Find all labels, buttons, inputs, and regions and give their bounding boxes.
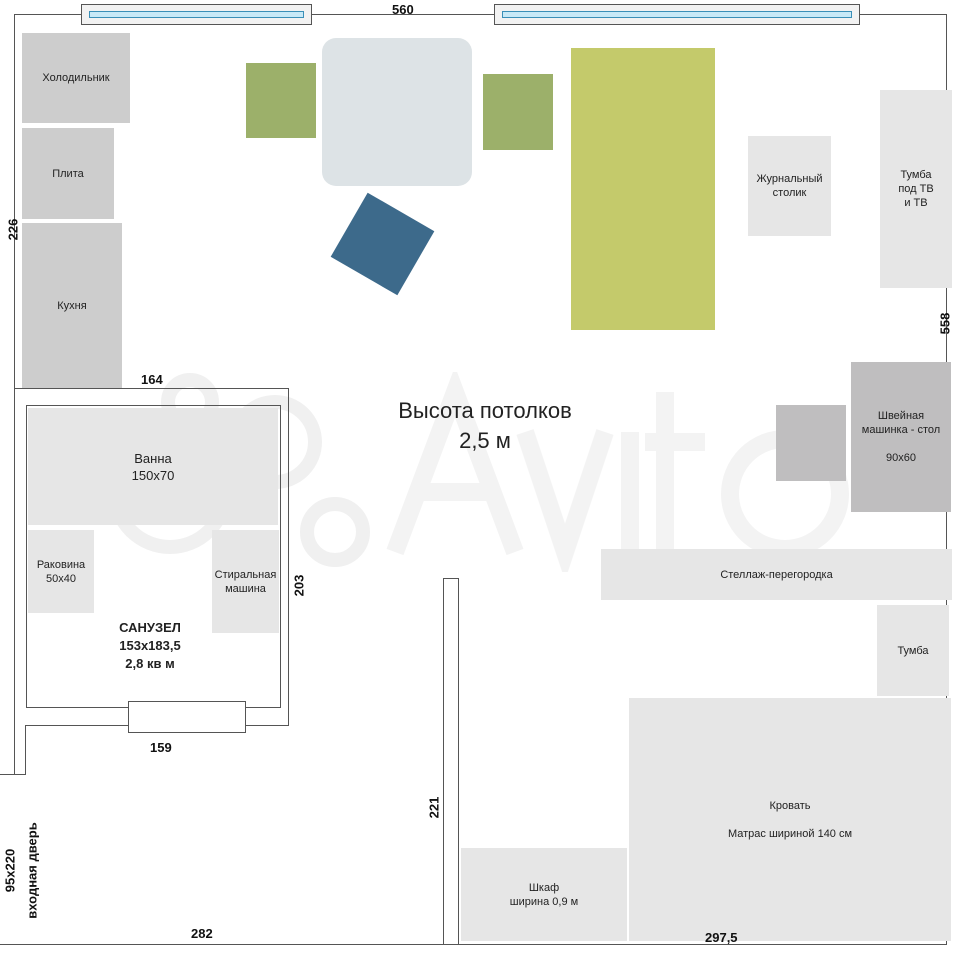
- bath-wall-top-inner: [26, 405, 281, 406]
- nightstand: Тумба: [877, 605, 949, 696]
- kitchen-counter: Кухня: [22, 223, 122, 388]
- wall-left: [14, 14, 15, 774]
- bath-wall-left-inner: [26, 405, 27, 708]
- dimension-top-width: 560: [392, 2, 414, 17]
- window-right-glass: [502, 11, 852, 18]
- dimension-partition-height: 221: [426, 796, 442, 819]
- bathtub: Ванна 150x70: [28, 408, 278, 525]
- door-label: входная дверь: [24, 822, 40, 919]
- bath-wall-right: [288, 388, 289, 726]
- sewing-chair: [776, 405, 846, 481]
- dimension-left-height: 226: [5, 218, 21, 241]
- tv-stand: Тумба под ТВ и ТВ: [880, 90, 952, 288]
- wall-top-left: [14, 14, 81, 15]
- bathroom-title: САНУЗЕЛ: [119, 620, 181, 635]
- dimension-kitchen-width: 164: [141, 372, 163, 387]
- bath-door: [128, 701, 246, 733]
- bed: Кровать Матрас шириной 140 см: [629, 698, 951, 941]
- bath-wall-right-inner: [280, 405, 281, 708]
- sewing-table: Швейная машинка - стол 90x60: [851, 362, 951, 512]
- ceiling-title: Высота потолков: [398, 398, 572, 423]
- dimension-bottom-left: 282: [191, 926, 213, 941]
- ceiling-value: 2,5 м: [459, 428, 511, 453]
- wall-door-step: [0, 774, 26, 775]
- chair-right: [483, 74, 553, 150]
- bedroom-partition: [443, 578, 459, 945]
- wall-top-mid: [312, 14, 494, 15]
- pouf: [330, 192, 435, 296]
- bathroom-size: 153x183,5: [119, 638, 181, 653]
- sofa: [571, 48, 715, 330]
- dining-table: [322, 38, 472, 186]
- sink: Раковина 50x40: [28, 530, 94, 613]
- dimension-bath-height: 203: [291, 574, 307, 597]
- wall-bottom: [0, 944, 947, 945]
- door-size-label: 95x220: [2, 848, 18, 893]
- bath-wall-top: [14, 388, 289, 389]
- washing-machine: Стиральная машина: [212, 530, 279, 633]
- dimension-bath-width: 159: [150, 740, 172, 755]
- window-left-glass: [89, 11, 304, 18]
- stove: Плита: [22, 128, 114, 219]
- shelf-partition: Стеллаж-перегородка: [601, 549, 952, 600]
- wardrobe: Шкаф ширина 0,9 м: [461, 848, 627, 941]
- dimension-right-height: 558: [937, 312, 953, 335]
- bathroom-area: 2,8 кв м: [125, 656, 175, 671]
- wall-top-right: [860, 14, 946, 15]
- chair-left: [246, 63, 316, 138]
- dimension-bottom-right: 297,5: [705, 930, 738, 945]
- wall-door-side: [25, 726, 26, 775]
- fridge: Холодильник: [22, 33, 130, 123]
- coffee-table: Журнальный столик: [748, 136, 831, 236]
